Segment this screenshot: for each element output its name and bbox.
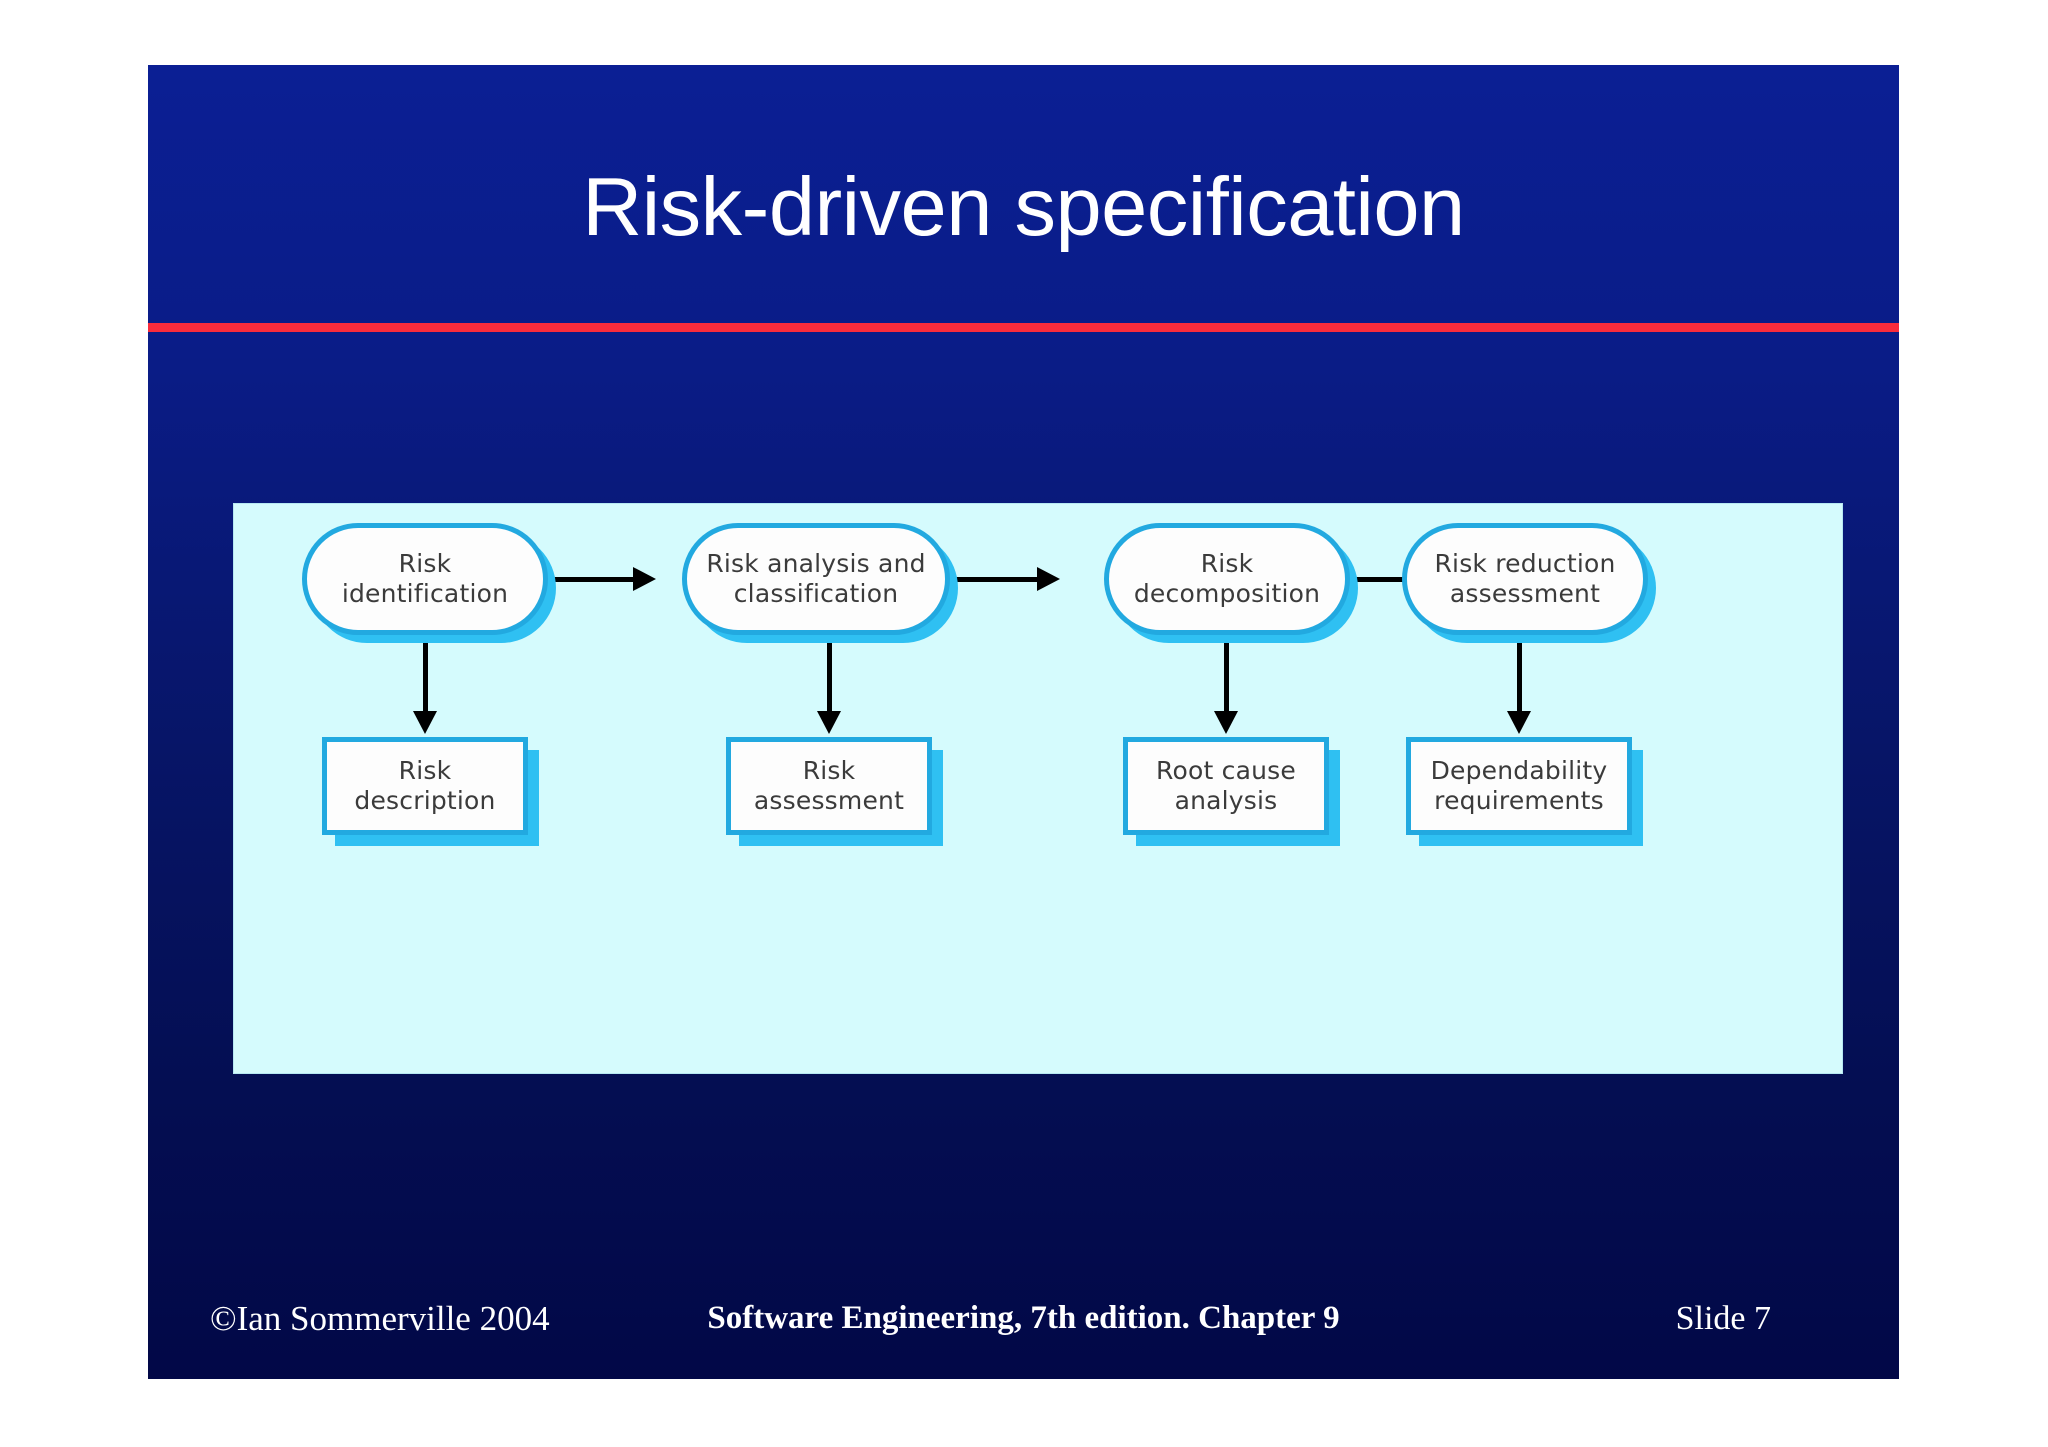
arrow-head [1214, 711, 1238, 734]
arrow-decomposition-to-root-cause [1211, 634, 1241, 734]
footer-slide-number: Slide 7 [1675, 1300, 1771, 1337]
arrow-shaft [552, 577, 634, 582]
arrow-shaft [1517, 634, 1522, 712]
arrow-identification-to-description [410, 634, 440, 734]
footer-book-reference: Software Engineering, 7th edition. Chapt… [707, 1300, 1340, 1336]
arrow-head [1037, 567, 1060, 591]
slide-title-area: Risk-driven specification [148, 65, 1899, 320]
arrow-identification-to-analysis [552, 564, 656, 594]
arrow-reduction-to-dependability [1504, 634, 1534, 734]
arrow-head [413, 711, 437, 734]
arrow-analysis-to-decomposition [956, 564, 1060, 594]
slide-canvas: Risk-driven specification [148, 65, 1899, 1379]
arrow-shaft [423, 634, 428, 712]
page-title: Risk-driven specification [582, 160, 1465, 253]
arrow-head [1507, 711, 1531, 734]
footer-copyright: ©Ian Sommerville 2004 [210, 1299, 550, 1338]
arrow-analysis-to-assessment [814, 634, 844, 734]
arrow-head [633, 567, 656, 591]
arrow-head [817, 711, 841, 734]
slide-footer: ©Ian Sommerville 2004 Software Engineeri… [148, 1269, 1899, 1379]
arrow-shaft [1352, 577, 1434, 582]
arrow-shaft [827, 634, 832, 712]
arrow-shaft [1224, 634, 1229, 712]
title-divider-rule [148, 323, 1899, 332]
arrow-shaft [956, 577, 1038, 582]
